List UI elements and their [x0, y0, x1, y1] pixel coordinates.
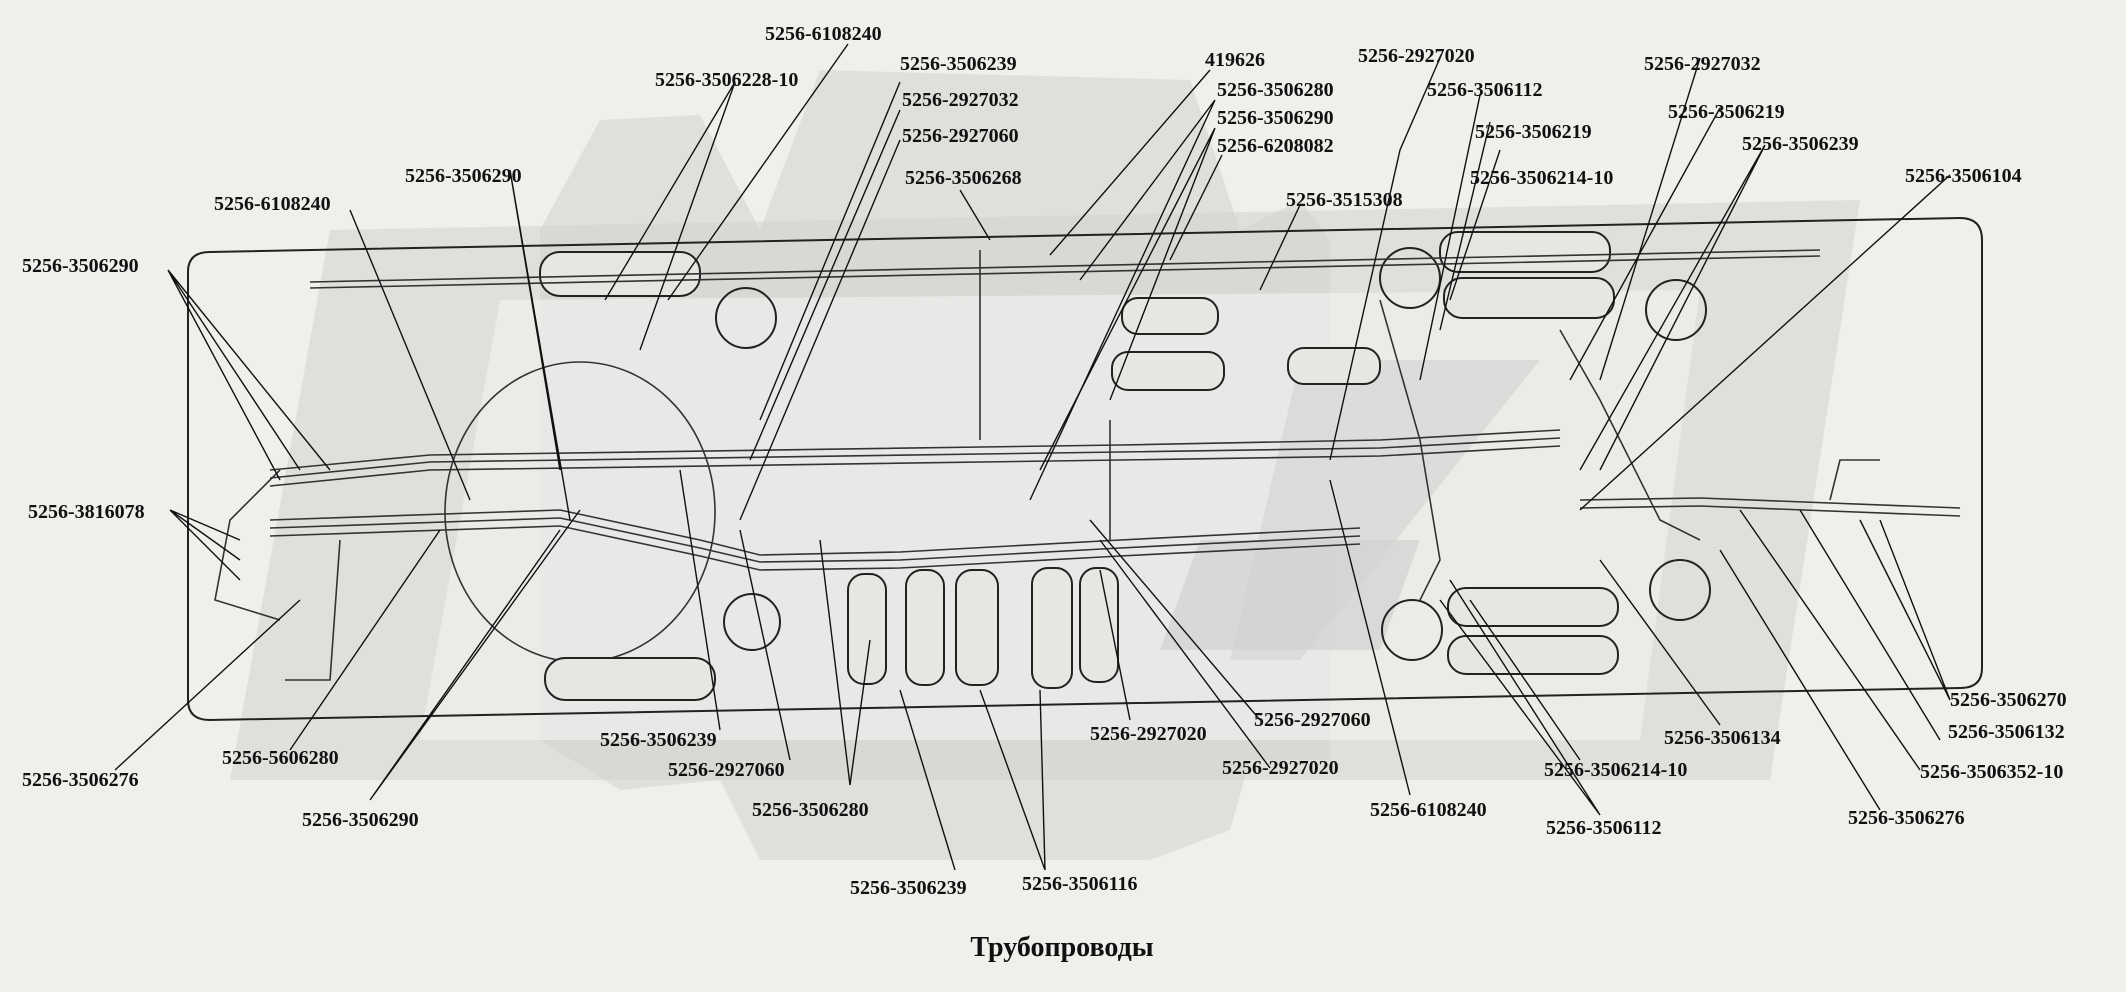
label-l30: 5256-3506239	[850, 877, 967, 899]
label-l19: 5256-3506104	[1905, 165, 2022, 187]
label-l06: 5256-3506268	[905, 167, 1022, 189]
label-l31: 5256-3506116	[1022, 873, 1138, 895]
label-l22: 5256-3506290	[22, 255, 139, 277]
label-l08: 5256-3506280	[1217, 79, 1334, 101]
label-l04: 5256-2927032	[902, 89, 1019, 111]
label-l35: 5256-6108240	[1370, 799, 1487, 821]
label-l29: 5256-3506280	[752, 799, 869, 821]
label-l07: 419626	[1205, 49, 1265, 71]
label-l27: 5256-3506239	[600, 729, 717, 751]
label-l41: 5256-3506132	[1948, 721, 2065, 743]
label-l21: 5256-6108240	[214, 193, 331, 215]
label-l39: 5256-3506276	[1848, 807, 1965, 829]
label-l24: 5256-3506276	[22, 769, 139, 791]
label-l28: 5256-2927060	[668, 759, 785, 781]
label-l16: 5256-2927032	[1644, 53, 1761, 75]
part-labels: 5256-6108240 5256-3506228-10 5256-350623…	[22, 23, 2067, 899]
label-l25: 5256-5606280	[222, 747, 339, 769]
label-l36: 5256-3506214-10	[1544, 759, 1687, 781]
label-l01: 5256-6108240	[765, 23, 882, 45]
label-l18: 5256-3506239	[1742, 133, 1859, 155]
label-l23: 5256-3816078	[28, 501, 145, 523]
wheel-circles	[715, 247, 1711, 661]
label-l17: 5256-3506219	[1668, 101, 1785, 123]
label-l37: 5256-3506112	[1546, 817, 1662, 839]
label-l02: 5256-3506228-10	[655, 69, 798, 91]
label-l15: 5256-3515308	[1286, 189, 1403, 211]
chassis-frame	[187, 216, 1983, 722]
leader-lines	[114, 43, 1951, 871]
label-l13: 5256-3506219	[1475, 121, 1592, 143]
diagram-caption: Трубопроводы	[970, 932, 1153, 963]
label-l10: 5256-6208082	[1217, 135, 1334, 157]
label-l11: 5256-2927020	[1358, 45, 1475, 67]
label-l03: 5256-3506239	[900, 53, 1017, 75]
label-l32: 5256-2927020	[1090, 723, 1207, 745]
label-l38: 5256-3506134	[1664, 727, 1781, 749]
air-tanks	[539, 231, 1619, 701]
label-l33: 5256-2927060	[1254, 709, 1371, 731]
label-l40: 5256-3506352-10	[1920, 761, 2063, 783]
label-l34: 5256-2927020	[1222, 757, 1339, 779]
label-l12: 5256-3506112	[1427, 79, 1543, 101]
pipe-bundle	[214, 249, 1961, 681]
label-l20: 5256-3506290	[405, 165, 522, 187]
label-l09: 5256-3506290	[1217, 107, 1334, 129]
label-l26: 5256-3506290	[302, 809, 419, 831]
label-l05: 5256-2927060	[902, 125, 1019, 147]
label-l14: 5256-3506214-10	[1470, 167, 1613, 189]
watermark-gear	[230, 70, 1860, 860]
label-l42: 5256-3506270	[1950, 689, 2067, 711]
